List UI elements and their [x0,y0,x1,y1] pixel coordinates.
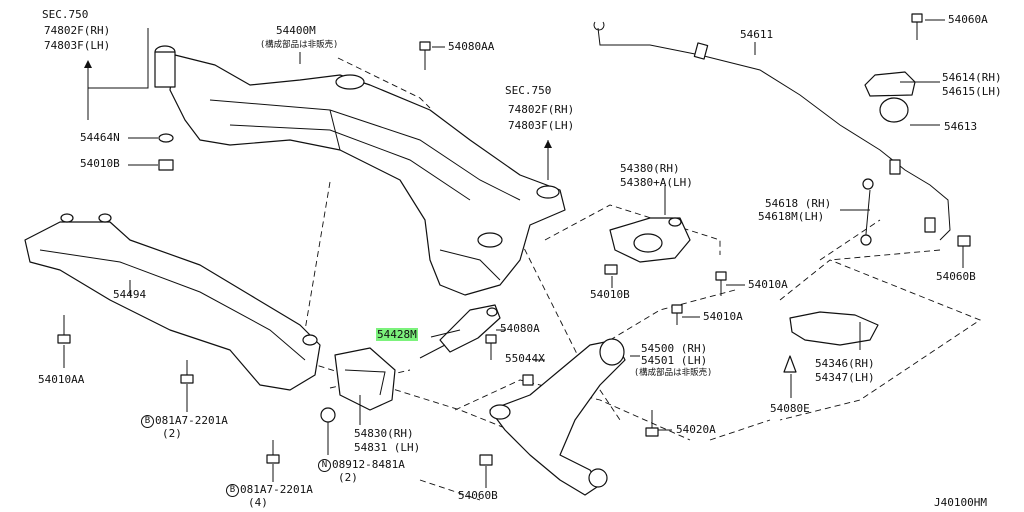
bolt-54010a-2 [671,304,683,325]
part-54400m-label: 54400M [276,24,316,37]
part-54380a-label: 54380+A(LH) [620,176,693,189]
bolt-54020a [645,410,659,437]
control-arm-54500 [489,338,626,496]
sec750-label-right: SEC.750 [505,84,552,97]
part-54010b-top-label: 54010B [80,157,120,170]
part-54464n-label: 54464N [80,131,120,144]
sec750-rh-label-right: 74802F(RH) [508,103,575,116]
part-081a7-a-number: 081A7-2201A [155,414,228,427]
link-54428m [419,304,501,359]
bolt-prefix-badge: B [141,415,154,428]
part-54428m-highlight: 54428M [376,328,418,341]
clip-54080e [783,355,797,373]
part-54080a-label: 54080A [500,322,540,335]
part-54010a-2-label: 54010A [703,310,743,323]
part-54500-label: 54500 (RH) [641,342,708,355]
bolt-54060a [911,13,923,40]
bolt-prefix-badge: B [226,484,239,497]
bracket-54830 [334,347,396,411]
nut-54010b-mid [604,264,618,275]
part-54501-label: 54501 (LH) [641,354,708,367]
bolt-54080a [485,334,497,360]
sec750-label-left: SEC.750 [42,8,89,21]
part-54080e-label: 54080E [770,402,810,415]
part-54400m-note: (構成部品は非販売) [260,40,339,50]
part-54494-label: 54494 [113,288,147,301]
part-54611-label: 54611 [740,28,774,41]
subframe-54400m [154,45,566,296]
part-54020a-label: 54020A [676,423,716,436]
sec750-lh-label-right: 74803F(LH) [508,119,575,132]
crossmember-54494 [24,213,321,391]
sec750-rh-label-left: 74802F(RH) [44,24,111,37]
bolt-55044x [522,374,534,386]
bracket-54380 [609,217,691,263]
part-081a7-a-qty: (2) [162,427,182,440]
washer-54464n [158,133,174,143]
part-54501-note: (構成部品は非販売) [634,368,713,378]
bolt-54080aa [419,41,431,70]
part-54346-label: 54346(RH) [815,357,875,370]
part-54615-label: 54615(LH) [942,85,1002,98]
bolt-54010a-1 [715,271,727,296]
nut-08912 [320,407,336,423]
part-54613-label: 54613 [944,120,978,133]
stabilizer-bushing [864,71,916,123]
part-54618m-label: 54618M(LH) [758,210,825,223]
part-54010aa-label: 54010AA [38,373,85,386]
part-08912-qty: (2) [338,471,358,484]
diagram-code: J40100HM [934,496,987,509]
part-54080aa-label: 54080AA [448,40,495,53]
part-54830-label: 54830(RH) [354,427,414,440]
part-08912-number: 08912-8481A [332,458,405,471]
part-54614-label: 54614(RH) [942,71,1002,84]
part-54831-label: 54831 (LH) [354,441,421,454]
part-54428m-label: 54428M [376,328,418,341]
part-54618-label: 54618 (RH) [765,197,832,210]
nut-prefix-badge: N [318,459,331,472]
part-54347-label: 54347(LH) [815,371,875,384]
part-54010a-1-label: 54010A [748,278,788,291]
nut-54060b-bottom [479,454,493,466]
part-081a7-b-qty: (4) [248,496,268,509]
part-54060a-label: 54060A [948,13,988,26]
cover-54346 [789,311,879,346]
part-081a7-b-number: 081A7-2201A [240,483,313,496]
part-54060b-bottom-label: 54060B [458,489,498,502]
stabilizer-bar-54611 [593,21,951,241]
part-54380-label: 54380(RH) [620,162,680,175]
part-55044x-label: 55044X [505,352,545,365]
sec750-lh-label-left: 74803F(LH) [44,39,111,52]
bolt-081a7-a [180,360,194,384]
nut-54060b-right [957,235,971,247]
bolt-54010aa [57,315,71,344]
connecting-rod-54618 [860,178,874,246]
bolt-081a7-b [266,440,280,464]
part-54060b-right-label: 54060B [936,270,976,283]
nut-54010b-top [158,159,174,171]
part-54010b-mid-label: 54010B [590,288,630,301]
